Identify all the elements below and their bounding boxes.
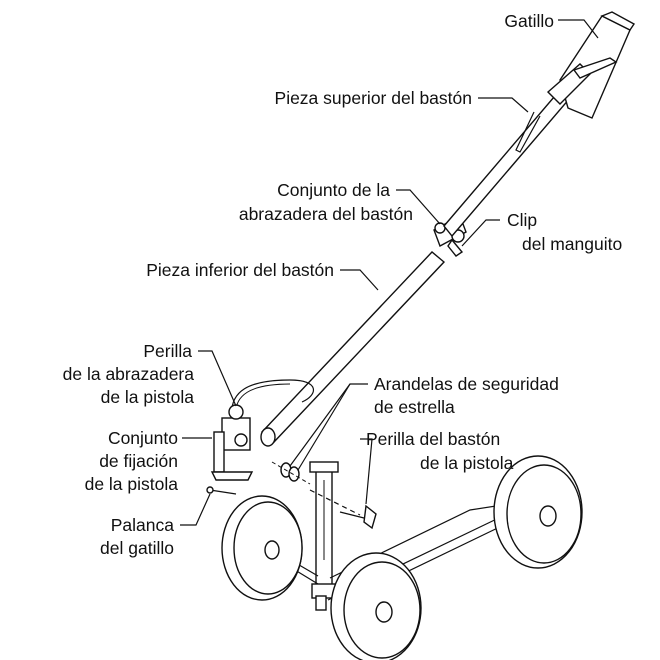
label-arandelas-1: Arandelas de seguridad bbox=[374, 374, 559, 394]
leader-lines bbox=[180, 19, 599, 526]
label-palanca-1: Palanca bbox=[111, 515, 175, 535]
label-conjunto-fijacion-1: Conjunto bbox=[108, 428, 178, 448]
label-perilla-baston-1: Perilla del bastón bbox=[366, 429, 500, 449]
pole-knob bbox=[309, 489, 377, 530]
label-palanca-2: del gatillo bbox=[100, 538, 174, 558]
label-conjunto-abrazadera-2: abrazadera del bastón bbox=[239, 204, 413, 224]
label-clip-2: del manguito bbox=[522, 234, 622, 254]
hose bbox=[230, 379, 314, 421]
spray-gun bbox=[546, 11, 636, 119]
label-perilla-baston-2: de la pistola bbox=[420, 453, 514, 473]
label-conjunto-fijacion-3: de la pistola bbox=[85, 474, 179, 494]
label-pieza-superior: Pieza superior del bastón bbox=[275, 88, 472, 108]
gun-mount bbox=[206, 404, 254, 495]
label-perilla-abrazadera-3: de la pistola bbox=[101, 387, 195, 407]
label-conjunto-abrazadera-1: Conjunto de la bbox=[277, 180, 390, 200]
label-gatillo: Gatillo bbox=[504, 11, 554, 31]
star-washers bbox=[271, 461, 311, 485]
label-clip-1: Clip bbox=[507, 210, 537, 230]
front-wheel bbox=[330, 552, 422, 660]
label-perilla-abrazadera-2: de la abrazadera bbox=[63, 364, 195, 384]
lower-pole bbox=[260, 251, 446, 447]
label-pieza-inferior: Pieza inferior del bastón bbox=[146, 260, 334, 280]
label-arandelas-2: de estrella bbox=[374, 397, 455, 417]
label-conjunto-fijacion-2: de fijación bbox=[99, 451, 178, 471]
right-wheel bbox=[493, 455, 583, 569]
left-wheel bbox=[221, 495, 303, 601]
label-perilla-abrazadera-1: Perilla bbox=[143, 341, 192, 361]
